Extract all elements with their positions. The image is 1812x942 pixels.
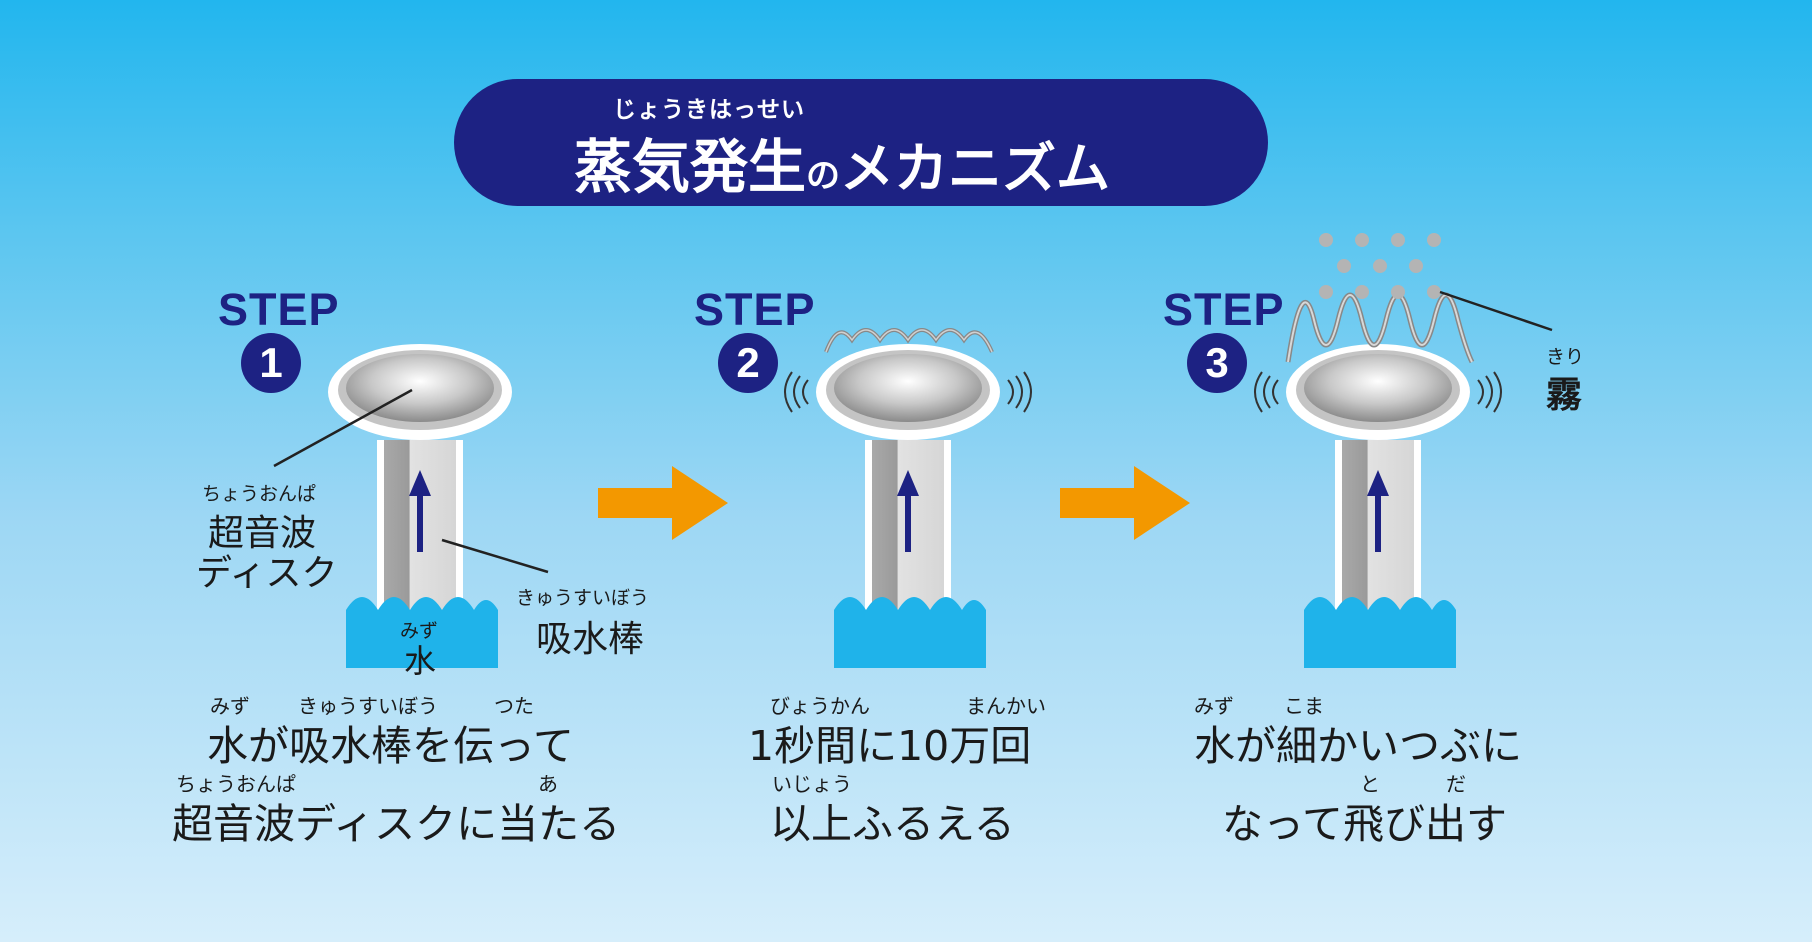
step1-line2-ruby-2: あ [538,772,558,796]
step3-caption-line2: なって飛び出す [1222,800,1507,848]
mist-leader-line [1439,290,1553,332]
water-base-step2 [834,597,986,668]
title-particle: の [806,156,841,196]
step1-line1-ruby-1: みず [210,694,250,718]
step1-line2-ruby-1: ちょうおんぱ [176,772,296,796]
page-title: 蒸気発生のメカニズム [574,120,1110,204]
step2-line2-ruby-1: いじょう [772,772,852,796]
step3-line2-ruby-2: だ [1446,772,1466,796]
step2-caption-line1: 1秒間に10万回 [748,722,1032,770]
flow-arrow-1 [598,466,728,540]
disc-leader-line [273,388,413,468]
device-step1 [328,344,512,630]
disc-label-line2: ディスク [196,553,338,594]
water-base-step3 [1304,597,1456,668]
title-katakana: メカニズム [840,137,1111,200]
step1-line1-ruby-3: つた [494,694,534,718]
water-label-ruby: みず [400,620,439,642]
title-banner [454,79,1268,206]
device-step2 [784,344,1032,630]
step3-caption-line1: 水が細かいつぶに [1194,722,1522,770]
step3-line2-ruby-1: と [1360,772,1380,796]
rod-label: 吸水棒 [536,619,645,660]
step1-caption-line1: 水が吸水棒を伝って [207,722,574,770]
step3-line1-ruby-2: こま [1284,694,1324,718]
title-kanji: 蒸気発生 [574,133,807,201]
step2-line1-ruby-1: びょうかん [770,694,870,718]
step2-label: STEP [694,284,816,335]
disc-label-ruby: ちょうおんぱ [202,483,317,505]
rod-label-ruby: きゅうすいぼう [516,587,650,609]
mist-label: 霧 [1546,375,1583,416]
step3-line1-ruby-1: みず [1194,694,1234,718]
step2-number: 2 [718,333,778,393]
disc-label-line1: 超音波 [208,513,317,554]
step1-line1-ruby-2: きゅうすいぼう [298,694,438,718]
mist-droplets-icon [1319,233,1441,299]
rod-leader-line [441,538,549,574]
step2-line1-ruby-2: まんかい [966,694,1046,718]
step3-number: 3 [1187,333,1247,393]
device-step3 [1254,344,1502,630]
flow-arrow-2 [1060,466,1190,540]
step3-label: STEP [1163,284,1285,335]
title-ruby: じょうきはっせい [613,97,805,123]
step2-caption-line2: 以上ふるえる [770,800,1015,848]
step1-caption-line2: 超音波ディスクに当たる [172,800,621,848]
mist-label-ruby: きり [1546,346,1585,368]
water-label: 水 [404,642,437,680]
step1-label: STEP [218,284,340,335]
step1-number: 1 [241,333,301,393]
